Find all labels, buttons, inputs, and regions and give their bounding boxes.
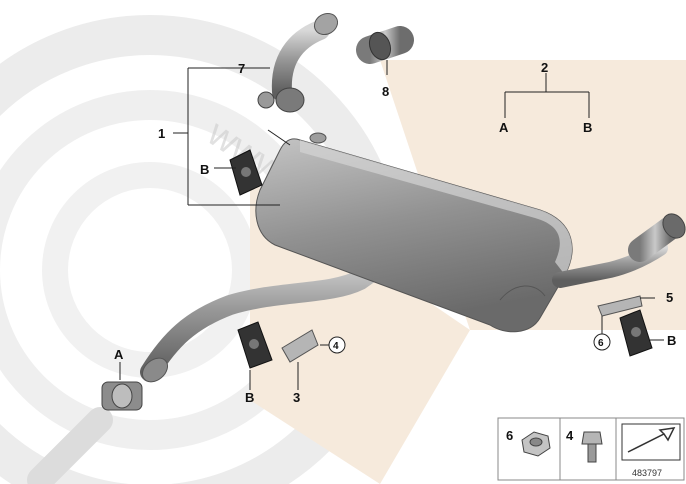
bracket-3 [281, 329, 319, 363]
circled-callout-4: 4 [328, 336, 346, 354]
callout-b-hanger-right: B [667, 333, 676, 348]
callout-b-hanger-top: B [200, 162, 209, 177]
callout-a-left: A [114, 347, 124, 362]
pipe-clamp [101, 381, 143, 411]
tailpipe-tip [356, 26, 414, 64]
rubber-hanger-top [229, 149, 263, 196]
bracket-5 [597, 295, 643, 317]
callout-3: 3 [293, 390, 300, 405]
callout-1: 1 [158, 126, 165, 141]
right-tailpipe [552, 213, 686, 288]
circled-callout-6: 6 [593, 333, 611, 351]
callout-a-right: A [499, 120, 509, 135]
callout-5: 5 [666, 290, 673, 305]
legend-item-4-label: 4 [566, 428, 574, 443]
callout-b-right: B [583, 120, 592, 135]
callout-2: 2 [541, 60, 548, 75]
rubber-hanger-right [619, 309, 653, 357]
tailpipe-elbow [257, 12, 339, 113]
callout-b-bottom: B [245, 390, 254, 405]
svg-text:4: 4 [333, 341, 339, 352]
callout-labels: 7 1 B 8 2 A B A B 3 5 B [114, 60, 676, 405]
bolt-icon [581, 431, 603, 463]
rear-muffler [255, 132, 573, 333]
callout-7: 7 [238, 61, 245, 76]
svg-text:6: 6 [598, 338, 604, 349]
arrow-box-icon [621, 423, 681, 461]
rubber-hanger-middle [237, 321, 273, 369]
legend-item-6-label: 6 [506, 428, 513, 443]
fastener-legend: 6 4 483797 [497, 417, 685, 481]
callout-8: 8 [382, 84, 389, 99]
front-pipe [27, 245, 405, 484]
nut-icon [521, 431, 551, 457]
diagram-code: 483797 [632, 468, 662, 478]
leader-lines [119, 60, 664, 390]
